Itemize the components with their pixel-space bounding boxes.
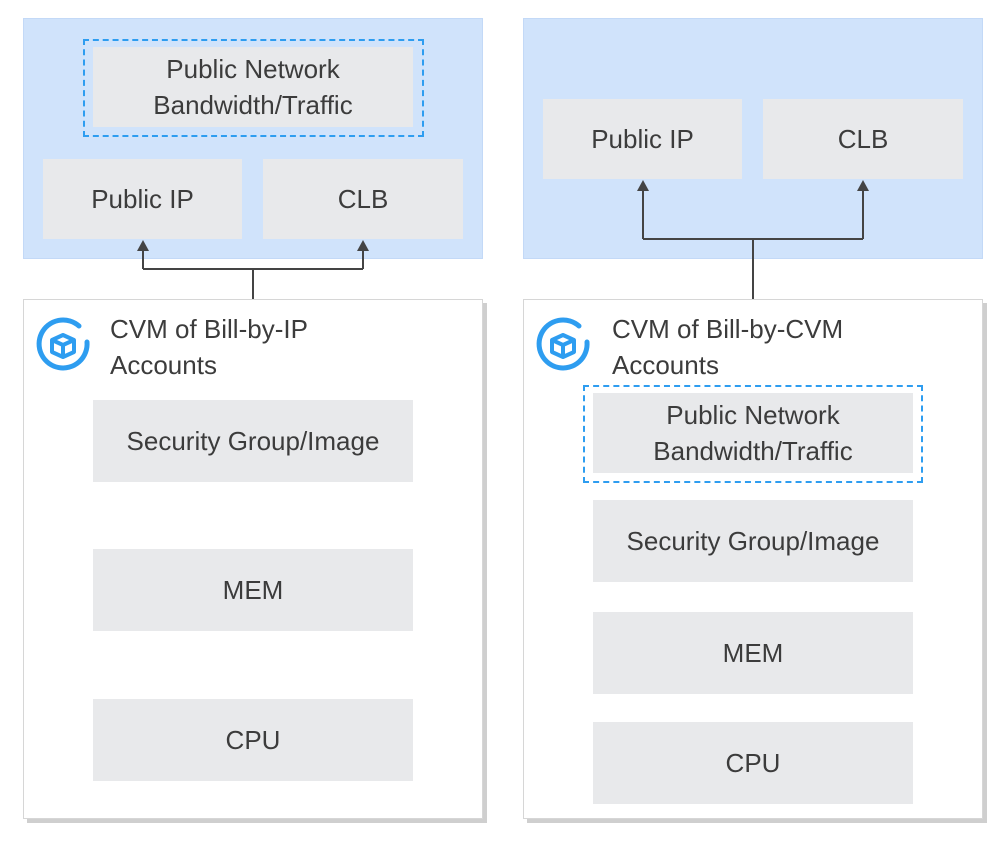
left-public-ip-box: Public IP	[43, 159, 242, 239]
left-bandwidth-box: Public Network Bandwidth/Traffic	[93, 47, 413, 127]
right-mem-box: MEM	[593, 612, 913, 694]
left-cvm-title: CVM of Bill-by-IP Accounts	[110, 314, 308, 380]
left-arrow-clb	[357, 240, 369, 251]
left-mem-box: MEM	[93, 549, 413, 631]
right-cpu-box: CPU	[593, 722, 913, 804]
right-connector	[642, 189, 864, 299]
left-arrow-public-ip	[137, 240, 149, 251]
right-arrow-clb	[857, 180, 869, 191]
right-clb-box: CLB	[763, 99, 963, 179]
right-public-ip-box: Public IP	[543, 99, 742, 179]
cvm-cube-icon	[536, 317, 590, 371]
right-arrow-public-ip	[637, 180, 649, 191]
left-clb-box: CLB	[263, 159, 463, 239]
left-connector	[142, 248, 364, 299]
left-cpu-box: CPU	[93, 699, 413, 781]
cvm-cube-icon	[36, 317, 90, 371]
left-security-box: Security Group/Image	[93, 400, 413, 482]
right-bandwidth-frame	[583, 385, 923, 483]
left-bandwidth-frame	[83, 39, 424, 137]
right-security-box: Security Group/Image	[593, 500, 913, 582]
right-cvm-title: CVM of Bill-by-CVM Accounts	[612, 314, 844, 380]
right-bandwidth-box: Public Network Bandwidth/Traffic	[593, 393, 913, 473]
